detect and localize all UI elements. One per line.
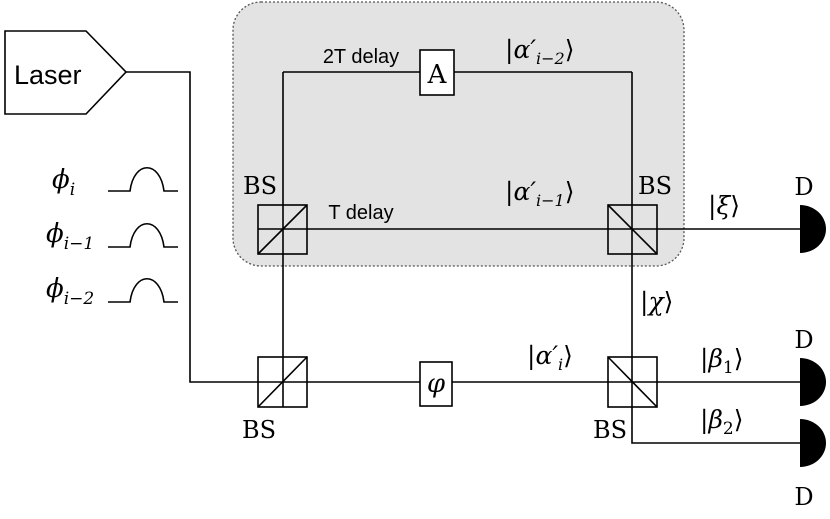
ket-beta-2: |β2⟩ — [700, 405, 743, 439]
bs-label-top-left: BS — [243, 172, 277, 200]
beam-splitter-top-right — [607, 204, 658, 255]
ket-beta-1: |β1⟩ — [700, 344, 743, 378]
detector-beta2 — [800, 419, 826, 467]
detector-label-1: D — [794, 173, 813, 201]
phase-label: φ — [427, 369, 446, 399]
laser-source: Laser — [4, 30, 128, 115]
bs-label-bottom-right: BS — [593, 416, 627, 444]
bs-label-bottom-left: BS — [242, 416, 276, 444]
detector-label-2: D — [794, 326, 813, 354]
attenuator-label: A — [427, 60, 448, 90]
ket-alpha-i: |α′i⟩ — [527, 341, 573, 374]
delay-t-label: T delay — [328, 202, 393, 224]
beam-splitter-top-left — [257, 204, 308, 255]
pulse-shapes — [108, 166, 178, 303]
ket-alpha-i-1: |α′i−1⟩ — [505, 177, 574, 210]
pulse-label-i-1: ϕi−1 — [46, 219, 94, 254]
ket-alpha-i-2: |α′i−2⟩ — [505, 35, 574, 68]
bs-label-top-right: BS — [638, 172, 672, 200]
beam-splitter-bottom-right — [607, 356, 658, 408]
delay-2t-label: 2T delay — [323, 46, 399, 68]
beam-splitter-bottom-left — [257, 356, 308, 408]
pulse-label-i-2: ϕi−2 — [46, 274, 94, 309]
pulse-label-i: ϕi — [52, 165, 75, 200]
detector-label-3: D — [794, 483, 813, 511]
phase-modulator: φ — [419, 361, 453, 407]
laser-label: Laser — [14, 60, 82, 90]
detector-beta1 — [800, 358, 826, 406]
detector-xi — [800, 205, 826, 253]
ket-chi: |χ⟩ — [640, 287, 673, 317]
attenuator: A — [419, 49, 455, 96]
delay-region — [232, 1, 685, 267]
ket-xi: |ξ⟩ — [708, 191, 740, 221]
